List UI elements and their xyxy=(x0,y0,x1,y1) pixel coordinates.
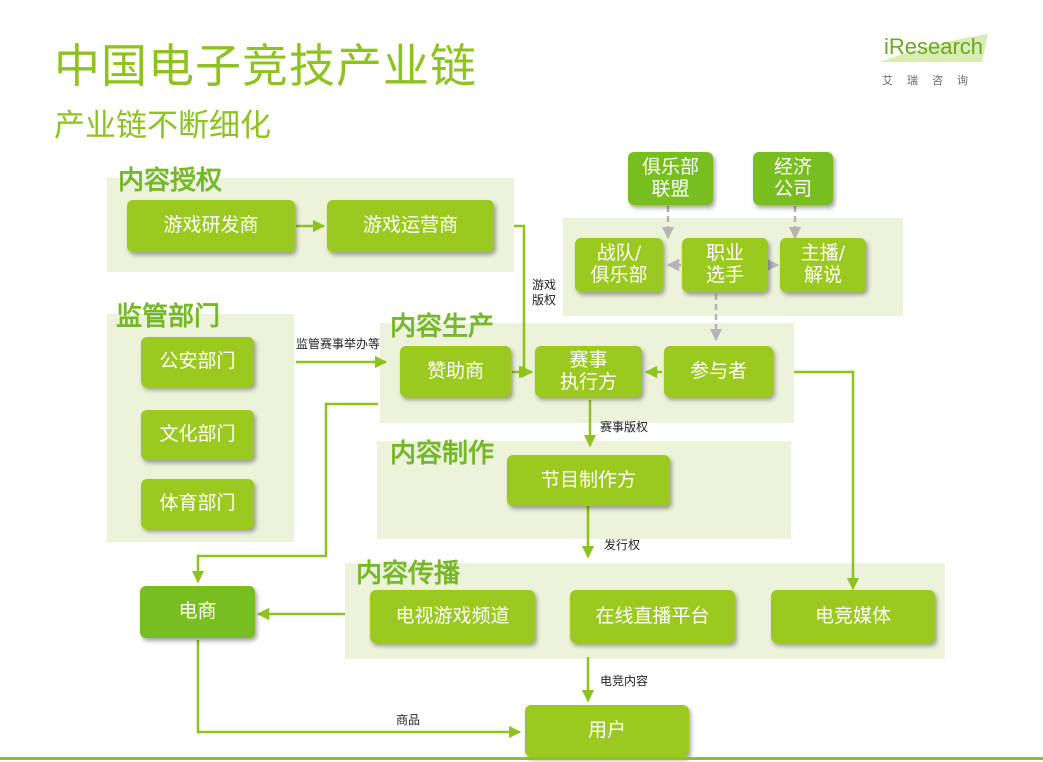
node-ecommerce: 电商 xyxy=(140,586,255,638)
edge-production-ecommerce xyxy=(191,402,378,584)
logo-brand: iResearch xyxy=(884,34,984,59)
node-culture-dept: 文化部门 xyxy=(141,410,254,460)
node-agency: 经济 公司 xyxy=(753,152,833,205)
node-game-developer: 游戏研发商 xyxy=(127,200,295,252)
node-esports-media: 电竞媒体 xyxy=(771,590,935,643)
node-participants: 参与者 xyxy=(664,346,773,397)
page-title: 中国电子竞技产业链 xyxy=(54,39,477,93)
node-event-organizer: 赛事 执行方 xyxy=(535,346,642,397)
node-sponsor: 赞助商 xyxy=(400,346,511,397)
footer-rule xyxy=(0,757,1043,760)
label-game-rights: 游戏 版权 xyxy=(532,278,557,307)
page-subtitle: 产业链不断细化 xyxy=(54,108,271,144)
section-creation: 内容制作 xyxy=(390,439,495,469)
label-event-rights: 赛事版权 xyxy=(600,420,649,434)
node-team-club: 战队/ 俱乐部 xyxy=(575,238,663,292)
section-distribution: 内容传播 xyxy=(356,559,461,589)
edge-ecommerce-users xyxy=(196,640,522,739)
label-distribution-rights: 发行权 xyxy=(604,538,641,552)
node-program-producer: 节目制作方 xyxy=(507,455,670,506)
edge-participants-media xyxy=(794,370,860,591)
label-esports-content: 电竞内容 xyxy=(600,674,649,688)
label-goods: 商品 xyxy=(396,713,421,727)
node-live-platform: 在线直播平台 xyxy=(570,590,735,643)
node-streamer: 主播/ 解说 xyxy=(780,238,866,292)
edge-operator-event xyxy=(514,224,534,379)
node-users: 用户 xyxy=(525,705,689,757)
node-tv-channel: 电视游戏频道 xyxy=(370,590,535,643)
logo-cn: 艾瑞咨询 xyxy=(882,74,982,87)
section-regulation: 监管部门 xyxy=(116,302,221,332)
node-pro-player: 职业 选手 xyxy=(682,238,768,292)
section-licensing: 内容授权 xyxy=(118,166,223,196)
iresearch-logo: iResearch 艾瑞咨询 xyxy=(880,32,990,92)
node-club-league: 俱乐部 联盟 xyxy=(628,152,713,205)
logo-swoosh-icon xyxy=(880,34,988,62)
node-public-security: 公安部门 xyxy=(141,337,254,387)
node-game-operator: 游戏运营商 xyxy=(327,200,494,252)
section-production: 内容生产 xyxy=(390,312,495,342)
node-sports-dept: 体育部门 xyxy=(141,479,254,529)
label-regulation-note: 监管赛事举办等 xyxy=(296,337,381,351)
